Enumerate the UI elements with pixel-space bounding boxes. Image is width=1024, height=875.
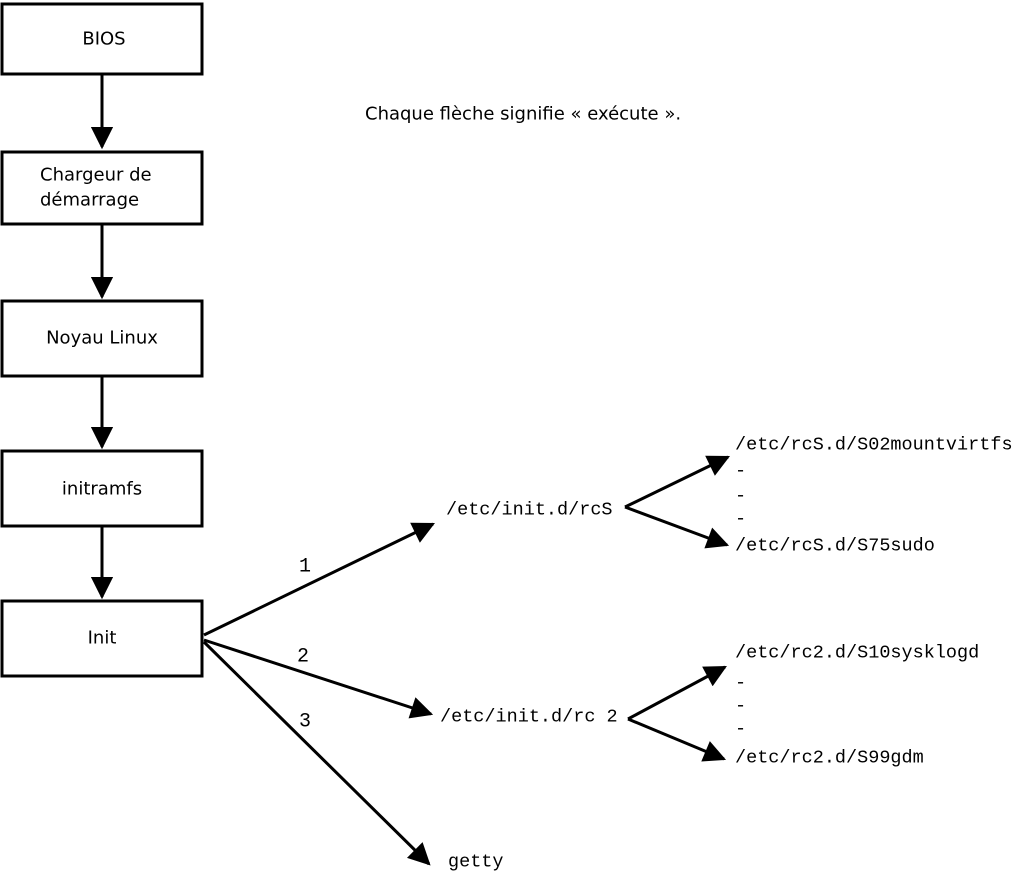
box-bootloader-label-line1: Chargeur de xyxy=(40,165,152,186)
box-kernel xyxy=(0,299,204,378)
box-bootloader xyxy=(0,150,204,226)
box-kernel-label: Noyau Linux xyxy=(46,328,158,349)
rcs-fanout-first-script: /etc/rcS.d/S02mountvirtfs xyxy=(735,435,1013,456)
arrow-init-to-rc2-icon xyxy=(203,638,434,719)
box-init-label: Init xyxy=(88,628,117,649)
caption-arrow-meaning: Chaque flèche signifie « exécute ». xyxy=(365,104,681,125)
arrow-rcs-to-first-script-icon xyxy=(624,455,730,509)
box-bios xyxy=(0,2,204,76)
arrow-init-to-getty-icon xyxy=(202,640,431,866)
rc2-fanout-last-script: /etc/rc2.d/S99gdm xyxy=(735,748,924,769)
branch-1-number: 1 xyxy=(299,556,311,579)
box-bios-label: BIOS xyxy=(82,29,125,50)
arrow-rc2-to-last-script-icon xyxy=(627,717,727,762)
box-bootloader-label-line2: démarrage xyxy=(40,190,139,211)
arrow-init-to-rcs-icon xyxy=(203,522,435,637)
rcs-fanout-dash-3: - xyxy=(735,509,746,530)
branch-2-target-rc2: /etc/init.d/rc 2 xyxy=(440,707,618,728)
rc2-fanout-dash-1: - xyxy=(735,673,746,694)
box-initramfs-label: initramfs xyxy=(62,479,142,500)
box-init xyxy=(0,599,204,678)
rcs-fanout-dash-1: - xyxy=(735,461,746,482)
rcs-fanout-last-script: /etc/rcS.d/S75sudo xyxy=(735,536,935,557)
branch-2-number: 2 xyxy=(297,646,309,669)
arrow-rc2-to-first-script-icon xyxy=(627,665,727,721)
rc2-fanout-dash-3: - xyxy=(735,719,746,740)
branch-1-target-rcs: /etc/init.d/rcS xyxy=(446,500,613,521)
branch-3-number: 3 xyxy=(299,711,311,734)
branch-3-target-getty: getty xyxy=(448,852,504,873)
rcs-fanout-dash-2: - xyxy=(735,486,746,507)
rc2-fanout-dash-2: - xyxy=(735,696,746,717)
rc2-fanout-first-script: /etc/rc2.d/S10sysklogd xyxy=(735,643,979,664)
arrow-rcs-to-last-script-icon xyxy=(624,505,730,549)
